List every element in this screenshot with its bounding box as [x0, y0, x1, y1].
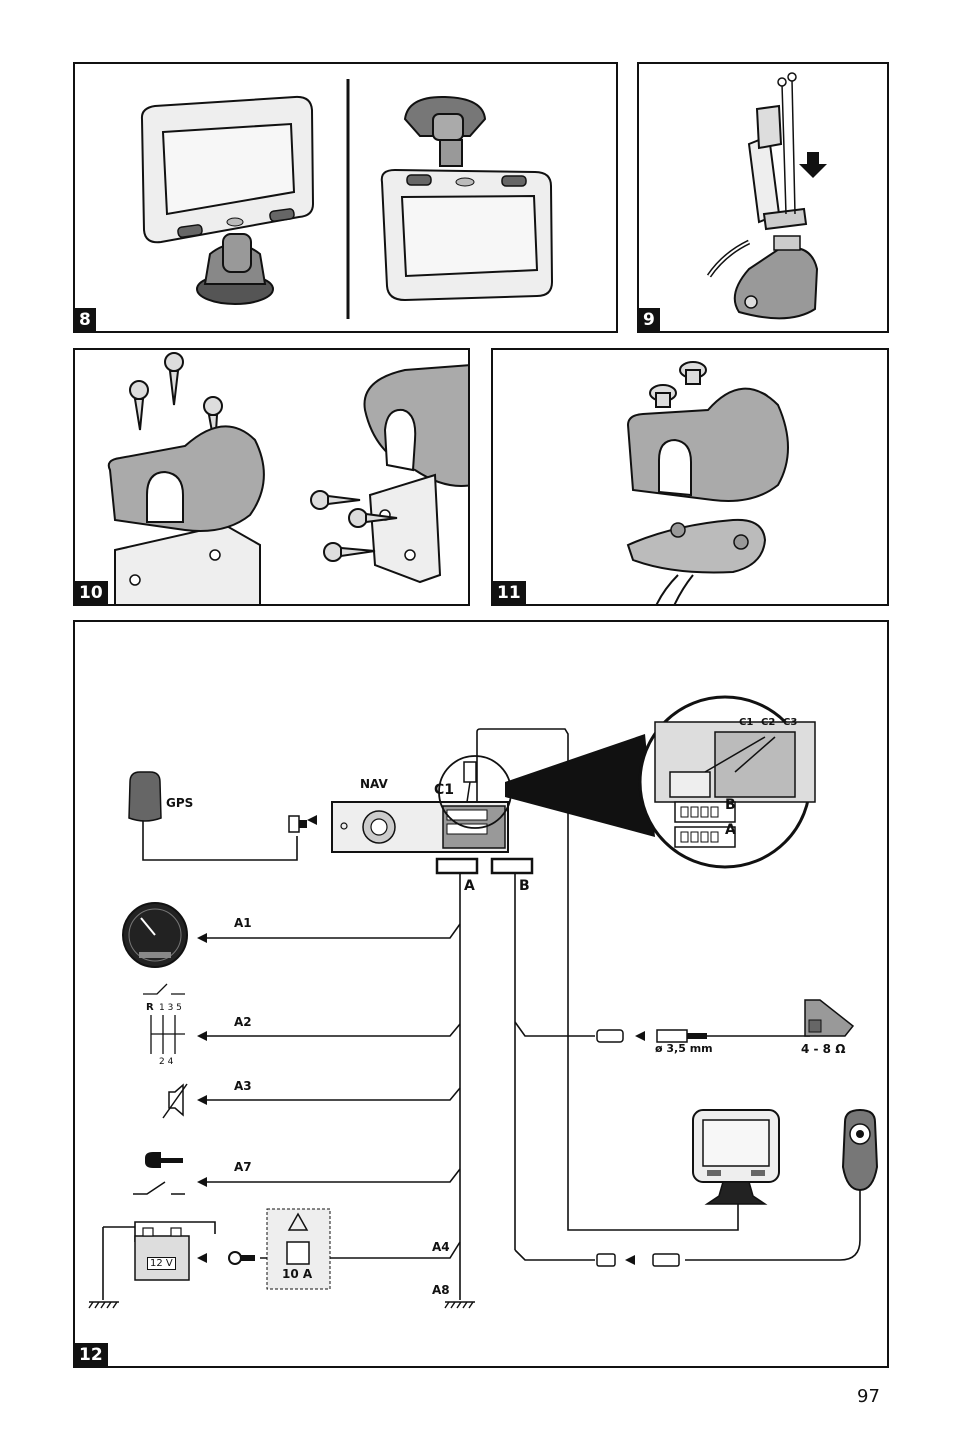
figure-10-panel: 10	[73, 348, 470, 606]
a1-label: A1	[234, 916, 252, 930]
shift-r-label: R	[146, 1002, 154, 1013]
figure-10-illustration	[107, 352, 468, 604]
zoom-c3-label: C3	[783, 717, 798, 728]
speaker-impedance-label: 4 - 8 Ω	[801, 1042, 846, 1056]
c1-label: C1	[434, 782, 455, 798]
a2-label: A2	[234, 1015, 252, 1029]
fuse-label: 10 A	[282, 1267, 313, 1281]
a4-label: A4	[432, 1240, 450, 1254]
jack-size-label: ø 3,5 mm	[655, 1042, 713, 1055]
a7-label: A7	[234, 1160, 252, 1174]
figure-8-illustration	[140, 79, 554, 319]
gps-label: GPS	[166, 796, 194, 810]
figure-8-panel: 8	[73, 62, 618, 333]
zoom-a-label: A	[725, 822, 736, 838]
zoom-c2-label: C2	[761, 717, 776, 728]
a8-label: A8	[432, 1283, 450, 1297]
figure-9-number: 9	[639, 308, 660, 331]
connector-a-label: A	[464, 878, 475, 894]
figure-11-illustration	[626, 361, 789, 604]
figure-10-number: 10	[75, 581, 108, 604]
shift-bottom-label: 2 4	[159, 1057, 174, 1067]
shift-top-label: 1 3 5	[159, 1003, 182, 1013]
nav-label: NAV	[360, 777, 388, 791]
figure-11-number: 11	[493, 581, 526, 604]
zoom-b-label: B	[725, 797, 736, 813]
battery-label: 12 V	[147, 1257, 176, 1270]
figure-8-number: 8	[75, 308, 96, 331]
zoom-c1-label: C1	[739, 717, 754, 728]
figure-11-panel: 11	[491, 348, 889, 606]
a3-label: A3	[234, 1079, 252, 1093]
figure-12-number: 12	[75, 1343, 108, 1366]
wiring-diagram	[88, 695, 879, 1309]
figure-9-illustration	[706, 72, 827, 320]
connector-b-label: B	[519, 878, 530, 894]
figure-12-panel: GPS NAV C1 A B A1 A2 A3 A7 A4 A8 ø 3,5 m…	[73, 620, 889, 1368]
page-number: 97	[857, 1386, 880, 1407]
figure-9-panel: 9	[637, 62, 889, 333]
